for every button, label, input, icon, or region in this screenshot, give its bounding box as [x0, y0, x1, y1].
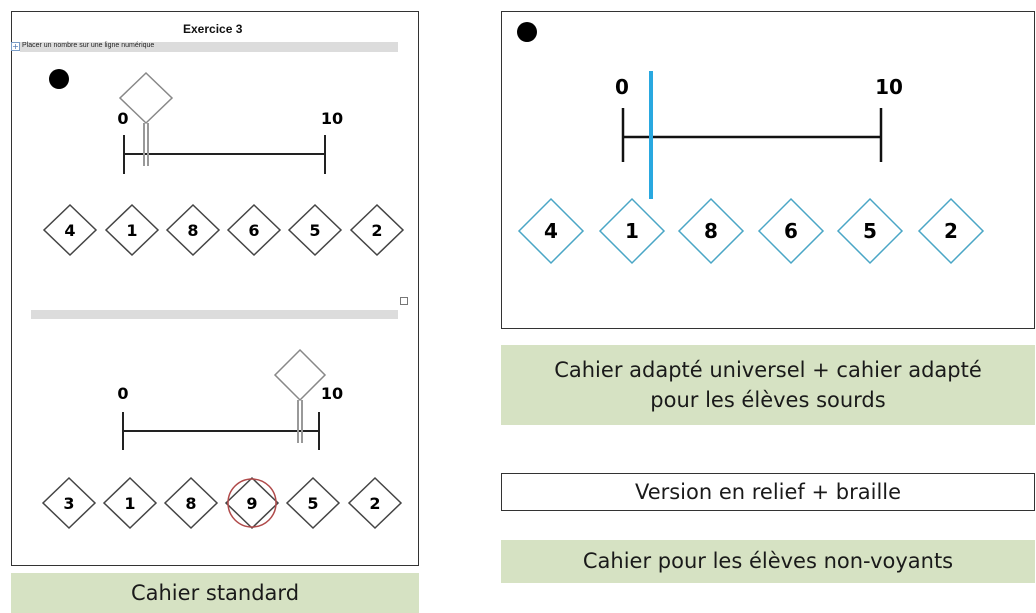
- line2-end-label: 10: [321, 384, 343, 403]
- adapted-notebook-page: [501, 11, 1035, 329]
- choice-diamond: 5: [836, 197, 904, 265]
- svg-text:4: 4: [544, 219, 558, 243]
- svg-text:8: 8: [187, 221, 198, 240]
- svg-text:6: 6: [248, 221, 259, 240]
- choice-diamond: 6: [757, 197, 825, 265]
- svg-text:9: 9: [246, 494, 257, 513]
- choice-diamond-selected: 9: [224, 476, 280, 530]
- exercise-instruction: Placer un nombre sur une ligne numérique: [22, 42, 155, 49]
- svg-text:5: 5: [307, 494, 318, 513]
- separator-bar: [31, 310, 398, 319]
- choice-diamond: 4: [42, 203, 98, 257]
- choice-diamond: 8: [165, 203, 221, 257]
- move-handle-icon[interactable]: +: [11, 42, 20, 51]
- placed-diamond-2: [273, 348, 327, 443]
- svg-text:1: 1: [126, 221, 137, 240]
- adapted-choices-row: 4 1 8 6 5 2: [517, 197, 985, 265]
- choice-diamond: 2: [917, 197, 985, 265]
- svg-text:3: 3: [63, 494, 74, 513]
- svg-text:1: 1: [124, 494, 135, 513]
- line1-start-label: 0: [117, 109, 128, 128]
- standard-exercise-drawing: 0 10 4 1 8 6 5 2 0 10: [41, 69, 405, 530]
- adapted-start-label: 0: [615, 75, 629, 99]
- line1-end-label: 10: [321, 109, 343, 128]
- instruction-bar: [20, 42, 398, 52]
- black-dot-marker: [49, 69, 69, 89]
- svg-text:6: 6: [784, 219, 798, 243]
- adapted-end-label: 10: [875, 75, 903, 99]
- choice-diamond: 5: [285, 476, 341, 530]
- caption-relief: Version en relief + braille: [501, 473, 1035, 511]
- choice-diamond: 4: [517, 197, 585, 265]
- choice-diamond: 5: [287, 203, 343, 257]
- standard-notebook-page: [11, 11, 419, 566]
- caption-adapted: Cahier adapté universel + cahier adapté …: [501, 345, 1035, 425]
- svg-text:8: 8: [704, 219, 718, 243]
- choices-row-2: 3 1 8 9 5 2: [41, 476, 403, 530]
- exercise-title: Exercice 3: [183, 22, 243, 36]
- choice-diamond: 8: [677, 197, 745, 265]
- placed-diamond-1: [118, 71, 174, 166]
- svg-text:2: 2: [371, 221, 382, 240]
- choice-diamond: 3: [41, 476, 97, 530]
- svg-text:1: 1: [625, 219, 639, 243]
- svg-text:2: 2: [944, 219, 958, 243]
- number-line-2: 0 10: [117, 384, 343, 450]
- resize-handle-icon[interactable]: [400, 297, 408, 305]
- svg-text:2: 2: [369, 494, 380, 513]
- adapted-exercise-drawing: 0 10 4 1 8 6 5 2: [517, 22, 985, 265]
- svg-text:8: 8: [185, 494, 196, 513]
- number-line-1: 0 10: [117, 109, 343, 174]
- caption-blind: Cahier pour les élèves non-voyants: [501, 540, 1035, 583]
- choice-diamond: 6: [226, 203, 282, 257]
- caption-standard: Cahier standard: [11, 573, 419, 613]
- choice-diamond: 1: [598, 197, 666, 265]
- choice-diamond: 1: [104, 203, 160, 257]
- choice-diamond: 8: [163, 476, 219, 530]
- choices-row-1: 4 1 8 6 5 2: [42, 203, 405, 257]
- black-dot-marker: [517, 22, 537, 42]
- choice-diamond: 1: [102, 476, 158, 530]
- line2-start-label: 0: [117, 384, 128, 403]
- choice-diamond: 2: [349, 203, 405, 257]
- adapted-number-line: 0 10: [615, 75, 903, 162]
- svg-text:5: 5: [309, 221, 320, 240]
- svg-text:5: 5: [863, 219, 877, 243]
- svg-text:4: 4: [64, 221, 75, 240]
- choice-diamond: 2: [347, 476, 403, 530]
